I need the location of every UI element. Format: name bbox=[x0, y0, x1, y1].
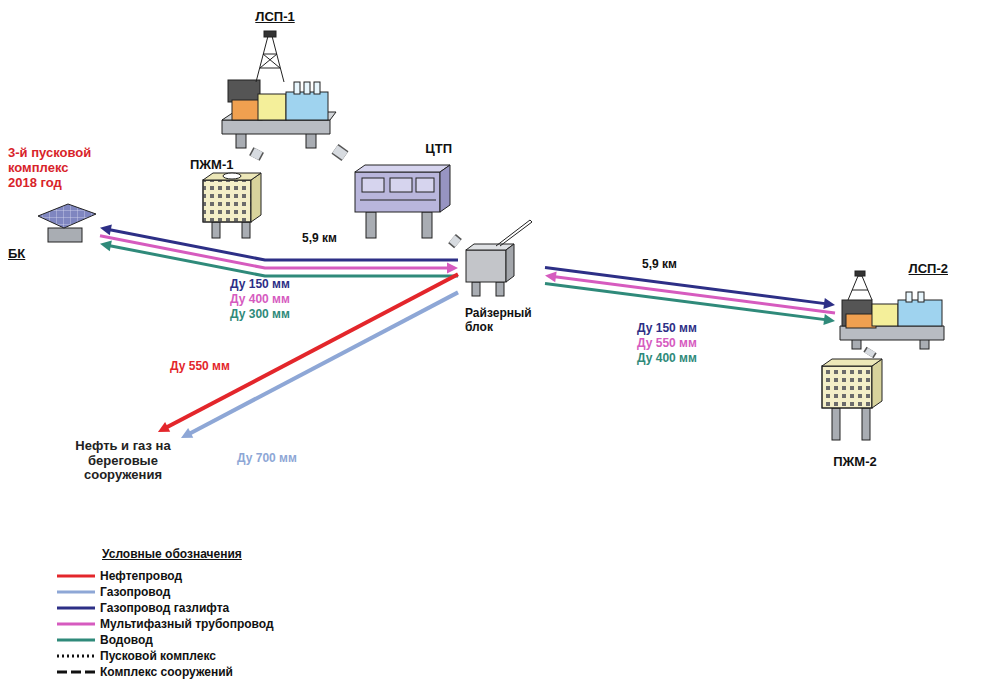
legend-swatch-box bbox=[56, 603, 96, 613]
bridge-connector bbox=[452, 239, 458, 244]
block-conductor bbox=[38, 204, 96, 242]
platform-lsp2 bbox=[840, 271, 944, 349]
arrow-head bbox=[100, 241, 112, 252]
legend-row: Мультифазный трубопровод bbox=[56, 616, 274, 631]
pipe-diameter-label: Ду 550 мм bbox=[635, 337, 699, 351]
platform-node: 3-й пусковой комплекс 2018 годБК bbox=[8, 146, 100, 262]
pipeline-line bbox=[167, 274, 458, 427]
legend-swatch bbox=[57, 654, 95, 657]
arrow-head bbox=[100, 225, 112, 236]
arrow-head bbox=[823, 298, 835, 309]
bridge-connector bbox=[868, 350, 871, 355]
platform-node: ЦТП bbox=[345, 142, 452, 240]
pipe-diameter-label: Ду 300 мм bbox=[228, 308, 292, 322]
platform-lsp1 bbox=[222, 31, 336, 148]
bridge-outline bbox=[868, 350, 871, 355]
node-label: 3-й пусковой комплекс 2018 год bbox=[8, 146, 96, 191]
legend-text: Нефтепровод bbox=[100, 569, 182, 583]
pipeline-line bbox=[555, 277, 835, 313]
legend-swatch-box bbox=[56, 587, 96, 597]
platform-node: ПЖМ-1 bbox=[190, 158, 270, 240]
pipe-diameter-label: Ду 550 мм bbox=[168, 360, 232, 374]
platform-node: ЛСП-2 bbox=[835, 262, 948, 350]
legend-swatch bbox=[57, 590, 95, 593]
legend-text: Комплекс сооружений bbox=[100, 665, 233, 679]
node-label: Нефть и газ на береговые сооружения bbox=[67, 439, 179, 484]
bridge-deck bbox=[452, 239, 458, 244]
legend-text: Водовод bbox=[100, 633, 153, 647]
bridge-deck bbox=[335, 149, 345, 156]
distance-label: 5,9 км bbox=[640, 258, 679, 272]
legend-swatch-box bbox=[56, 619, 96, 629]
node-label: ЦТП bbox=[425, 142, 452, 157]
legend-row: Нефтепровод bbox=[56, 568, 182, 583]
legend-swatch-box bbox=[56, 571, 96, 581]
platform-node: ЛСП-1 bbox=[215, 10, 335, 150]
legend-row: Комплекс сооружений bbox=[56, 664, 233, 679]
bridge-outline bbox=[254, 150, 258, 158]
arrow-head bbox=[823, 314, 835, 325]
legend-text: Мультифазный трубопровод bbox=[100, 617, 274, 631]
platform-node: Нефть и газ на береговые сооружения bbox=[65, 432, 181, 490]
bridge-connector bbox=[254, 150, 258, 158]
legend-swatch bbox=[57, 574, 95, 577]
living-module-1 bbox=[203, 173, 261, 238]
arrow-head bbox=[181, 428, 193, 438]
legend-heading: Условные обозначения bbox=[100, 548, 244, 562]
legend-swatch bbox=[57, 622, 95, 625]
arrow-head bbox=[545, 271, 557, 282]
living-module-2 bbox=[822, 359, 882, 440]
legend-swatch-box bbox=[56, 635, 96, 645]
pipeline-line bbox=[100, 236, 448, 268]
bridge-deck bbox=[868, 350, 871, 355]
legend-text: Газопровод bbox=[100, 585, 170, 599]
node-label: ПЖМ-1 bbox=[190, 158, 233, 173]
pipe-diameter-label: Ду 150 мм bbox=[635, 322, 699, 336]
legend-swatch bbox=[57, 606, 95, 609]
pipeline-connector bbox=[100, 241, 458, 276]
legend-row: Газопровод bbox=[56, 584, 170, 599]
legend-swatch bbox=[57, 670, 95, 673]
pipeline-line bbox=[545, 283, 825, 319]
pipe-diameter-label: Ду 150 мм bbox=[228, 278, 292, 292]
legend-text: Пусковой комплекс bbox=[100, 649, 216, 663]
platform-node: Райзерный блок bbox=[458, 215, 545, 335]
node-label: БК bbox=[8, 247, 25, 262]
node-label: ПЖМ-2 bbox=[833, 455, 876, 470]
pipe-diameter-label: Ду 400 мм bbox=[635, 352, 699, 366]
pipeline-line bbox=[110, 246, 458, 276]
bridge-outline bbox=[452, 239, 458, 244]
pipeline-line bbox=[545, 267, 825, 303]
node-label: ЛСП-1 bbox=[255, 10, 294, 25]
pipeline-connector bbox=[158, 274, 458, 432]
legend-row: Водовод bbox=[56, 632, 153, 647]
node-label: ЛСП-2 bbox=[909, 262, 948, 277]
legend-text: Газопровод газлифта bbox=[100, 601, 229, 615]
legend-swatch-box bbox=[56, 667, 96, 677]
bridge-deck bbox=[254, 150, 258, 158]
node-label: Райзерный блок bbox=[465, 307, 545, 335]
legend-row: Газопровод газлифта bbox=[56, 600, 229, 615]
pipe-diameter-label: Ду 700 мм bbox=[235, 452, 299, 466]
legend-row: Пусковой комплекс bbox=[56, 648, 216, 663]
pipeline-connector bbox=[545, 283, 835, 324]
pipeline-connector bbox=[545, 271, 835, 312]
bridge-outline bbox=[335, 149, 345, 156]
arrow-head bbox=[447, 263, 458, 274]
platform-node: ПЖМ-2 bbox=[815, 355, 895, 470]
distance-label: 5,9 км bbox=[300, 232, 339, 246]
legend-swatch bbox=[57, 638, 95, 641]
riser-block bbox=[466, 220, 532, 296]
bridge-connector bbox=[335, 149, 345, 156]
pipe-diameter-label: Ду 400 мм bbox=[228, 293, 292, 307]
central-process-platform bbox=[355, 165, 450, 238]
legend-swatch-box bbox=[56, 651, 96, 661]
arrow-head bbox=[158, 422, 170, 432]
